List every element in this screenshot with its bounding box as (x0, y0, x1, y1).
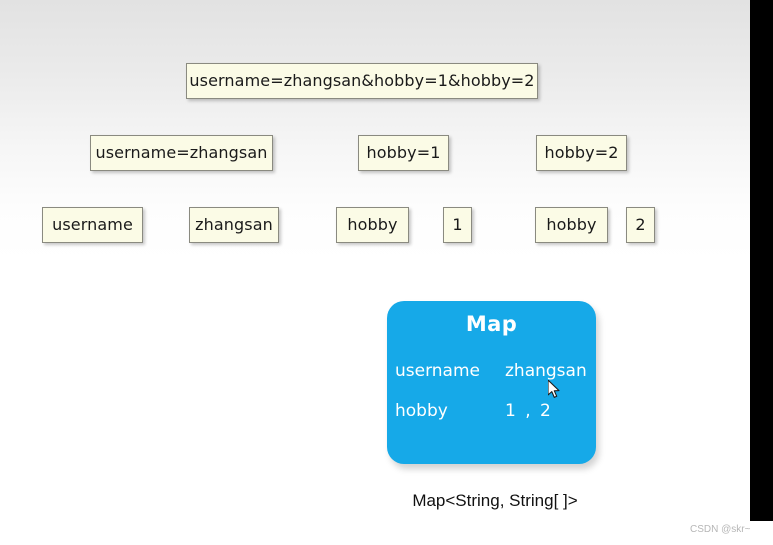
token-label-hobby-value-2: 2 (635, 215, 646, 234)
right-edge-strip-bottom (750, 521, 773, 545)
token-box-hobby-value-1: 1 (443, 207, 472, 243)
map-entry-key-username: username (395, 361, 480, 381)
map-entry-hobby: hobby 1 , 2 (395, 401, 591, 421)
query-string-label: username=zhangsan&hobby=1&hobby=2 (189, 71, 535, 90)
pair-label-hobby-2: hobby=2 (544, 143, 619, 162)
map-entry-username: username zhangsan (395, 361, 591, 381)
token-label-username-key: username (52, 215, 133, 234)
map-card-title: Map (465, 312, 518, 336)
token-label-hobby-value-1: 1 (452, 215, 463, 234)
pair-box-hobby-2: hobby=2 (536, 135, 627, 171)
map-card: Map username zhangsan hobby 1 , 2 (387, 301, 596, 464)
map-entry-value-hobby: 1 , 2 (505, 401, 553, 421)
right-edge-strip (750, 0, 773, 521)
map-type-caption: Map<String, String[ ]> (412, 491, 578, 510)
pair-box-hobby-1: hobby=1 (358, 135, 449, 171)
query-string-box: username=zhangsan&hobby=1&hobby=2 (186, 63, 538, 99)
watermark: CSDN @skr~ (690, 524, 751, 535)
token-box-username-key: username (42, 207, 143, 243)
map-entry-value-username: zhangsan (505, 361, 587, 381)
pair-box-username: username=zhangsan (90, 135, 273, 171)
token-box-username-value: zhangsan (189, 207, 279, 243)
pair-label-username: username=zhangsan (95, 143, 268, 162)
token-box-hobby-value-2: 2 (626, 207, 655, 243)
token-box-hobby-key-2: hobby (535, 207, 608, 243)
pair-label-hobby-1: hobby=1 (366, 143, 441, 162)
token-label-hobby-key-2: hobby (546, 215, 597, 234)
token-box-hobby-key-1: hobby (336, 207, 409, 243)
token-label-hobby-key-1: hobby (347, 215, 398, 234)
map-entry-key-hobby: hobby (395, 401, 448, 421)
token-label-username-value: zhangsan (195, 215, 273, 234)
